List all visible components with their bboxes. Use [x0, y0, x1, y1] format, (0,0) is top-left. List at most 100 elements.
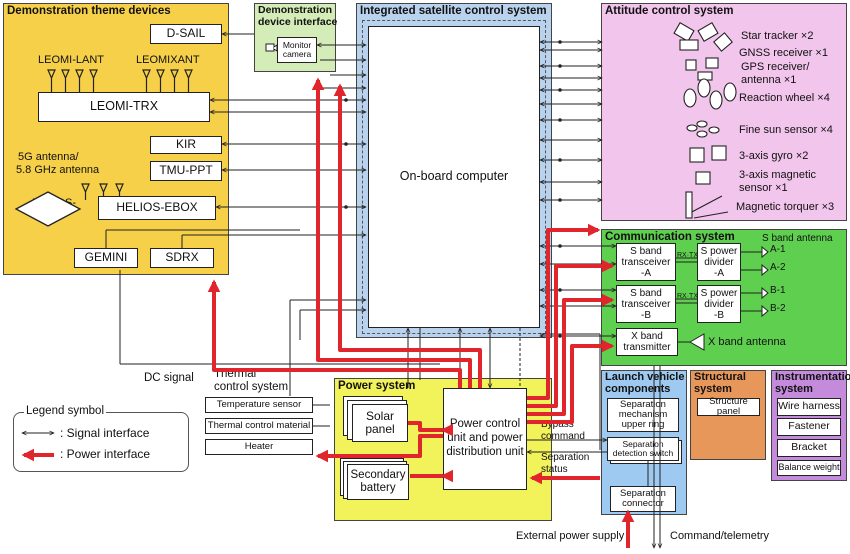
attitude-item-gps-2: antenna ×1 [741, 74, 797, 86]
mag-torquer-icon [687, 195, 723, 215]
attitude-title: Attitude control system [605, 5, 734, 17]
thermal-material-box[interactable]: Thermal control material [205, 418, 313, 434]
leomixant-label: LEOMIXANT [136, 54, 200, 66]
antenna-a1-icon [761, 245, 769, 259]
temp-sensor-label: Temperature sensor [216, 398, 302, 410]
structure-panel-label: Structure panel [709, 395, 748, 417]
dsail-box[interactable]: D-SAIL [150, 24, 222, 44]
structure-panel-box[interactable]: Structure panel [697, 395, 760, 417]
gemini-label: GEMINI [84, 250, 128, 265]
reaction-wheel-icon [683, 88, 697, 108]
leomi-trx-box[interactable]: LEOMI-TRX [38, 92, 210, 122]
trx-b-l3: -B [641, 309, 651, 321]
external-power-label: External power supply [516, 530, 625, 542]
wire-harness-box[interactable]: Wire harness [777, 398, 841, 416]
sep-status-label-1: Separation [541, 452, 590, 463]
fine-sun-sensor-icon-3 [696, 130, 708, 138]
star-tracker-icon-3 [679, 39, 699, 51]
pcu-l1: Power control [449, 418, 521, 431]
gyro-icon-2 [711, 145, 727, 161]
solar-l1: Solar [365, 408, 394, 423]
sep-switch-l1: Separation [622, 439, 664, 450]
sdrx-box[interactable]: SDRX [150, 248, 214, 268]
pcu-l2: unit and power [447, 432, 523, 445]
attitude-icons [673, 22, 737, 219]
mag-torquer-icon-3 [685, 191, 693, 219]
div-b-l3: -B [714, 309, 724, 321]
antenna-a2-icon [761, 263, 769, 277]
div-b-l1: S power [700, 287, 738, 299]
kir-box[interactable]: KIR [150, 136, 222, 154]
sep-conn-l2: connector [622, 498, 664, 509]
fastener-box[interactable]: Fastener [777, 418, 841, 436]
fine-sun-sensor-icon-2 [696, 120, 708, 128]
antenna-b1-icon [761, 286, 769, 300]
legend-signal-label: : Signal interface [60, 426, 150, 440]
attitude-item-star-tracker: Star tracker ×2 [741, 30, 814, 42]
attitude-item-gps-1: GPS receiver/ [741, 61, 810, 73]
bracket-box[interactable]: Bracket [777, 439, 841, 457]
attitude-item-gyro: 3-axis gyro ×2 [739, 150, 809, 162]
mag-torquer-icon-2 [693, 211, 729, 219]
xband-l2: transmitter [623, 342, 671, 353]
attitude-item-mag-sensor-2: sensor ×1 [739, 182, 788, 194]
power-lines [207, 77, 635, 548]
comm-title: Communication system [605, 231, 735, 243]
balance-weight-box[interactable]: Balance weight [777, 460, 841, 476]
sep-status-label-2: status [541, 464, 568, 475]
heater-label: Heater [244, 440, 274, 452]
sep-switch-l2: detection switch [612, 448, 674, 458]
pcu-l3: distribution unit [446, 445, 524, 458]
antenna-b1-label: B-1 [770, 285, 786, 296]
tmu-ppt-label: TMU-PPT [159, 163, 213, 178]
gps-antenna-icon [705, 57, 719, 69]
gemini-box[interactable]: GEMINI [74, 248, 138, 268]
comm-antenna-icons [688, 245, 769, 351]
antenna-b2-icon [761, 304, 769, 318]
attitude-item-mag-torquer: Magnetic torquer ×3 [736, 201, 835, 213]
tmu-ppt-box[interactable]: TMU-PPT [150, 161, 222, 181]
demo-panel-title: Demonstration theme devices [7, 5, 171, 17]
star-tracker-icon [673, 22, 695, 42]
div-a-l1: S power [700, 245, 738, 257]
temperature-sensor-box[interactable]: Temperature sensor [205, 397, 313, 413]
kir-label: KIR [175, 137, 196, 152]
battery-l2: battery [360, 482, 396, 494]
dsail-label: D-SAIL [166, 26, 206, 41]
balance-weight-label: Balance weight [778, 462, 840, 473]
command-telemetry-label: Command/telemetry [670, 530, 770, 542]
div-a-l2: divider [704, 256, 734, 268]
obc-frame [362, 20, 546, 334]
heater-box[interactable]: Heater [205, 439, 313, 455]
monitor-camera-box[interactable]: Monitor camera [277, 37, 317, 63]
signal-lines [105, 34, 762, 548]
thermal-title-2: control system [214, 381, 289, 393]
helios-ms-diamond[interactable] [14, 191, 82, 227]
fastener-label: Fastener [788, 420, 830, 433]
div-a-l3: -A [714, 267, 724, 279]
rxtx-label-a: RX·TX [677, 252, 698, 259]
helios-ebox-label: HELIOS-EBOX [116, 200, 198, 215]
on-board-computer[interactable]: On-board computer [368, 26, 540, 328]
sdrx-label: SDRX [165, 250, 199, 265]
trx-a-l2: transceiver [621, 256, 671, 268]
antenna-a2-label: A-2 [770, 262, 786, 273]
s-band-antenna-label: S band antenna [762, 233, 833, 244]
antenna-b2-label: B-2 [770, 303, 786, 314]
trx-b-l2: transceiver [621, 298, 671, 310]
power-title: Power system [338, 380, 416, 392]
launch-title: Launch vehicle components [605, 371, 685, 395]
legend-box [13, 412, 189, 472]
